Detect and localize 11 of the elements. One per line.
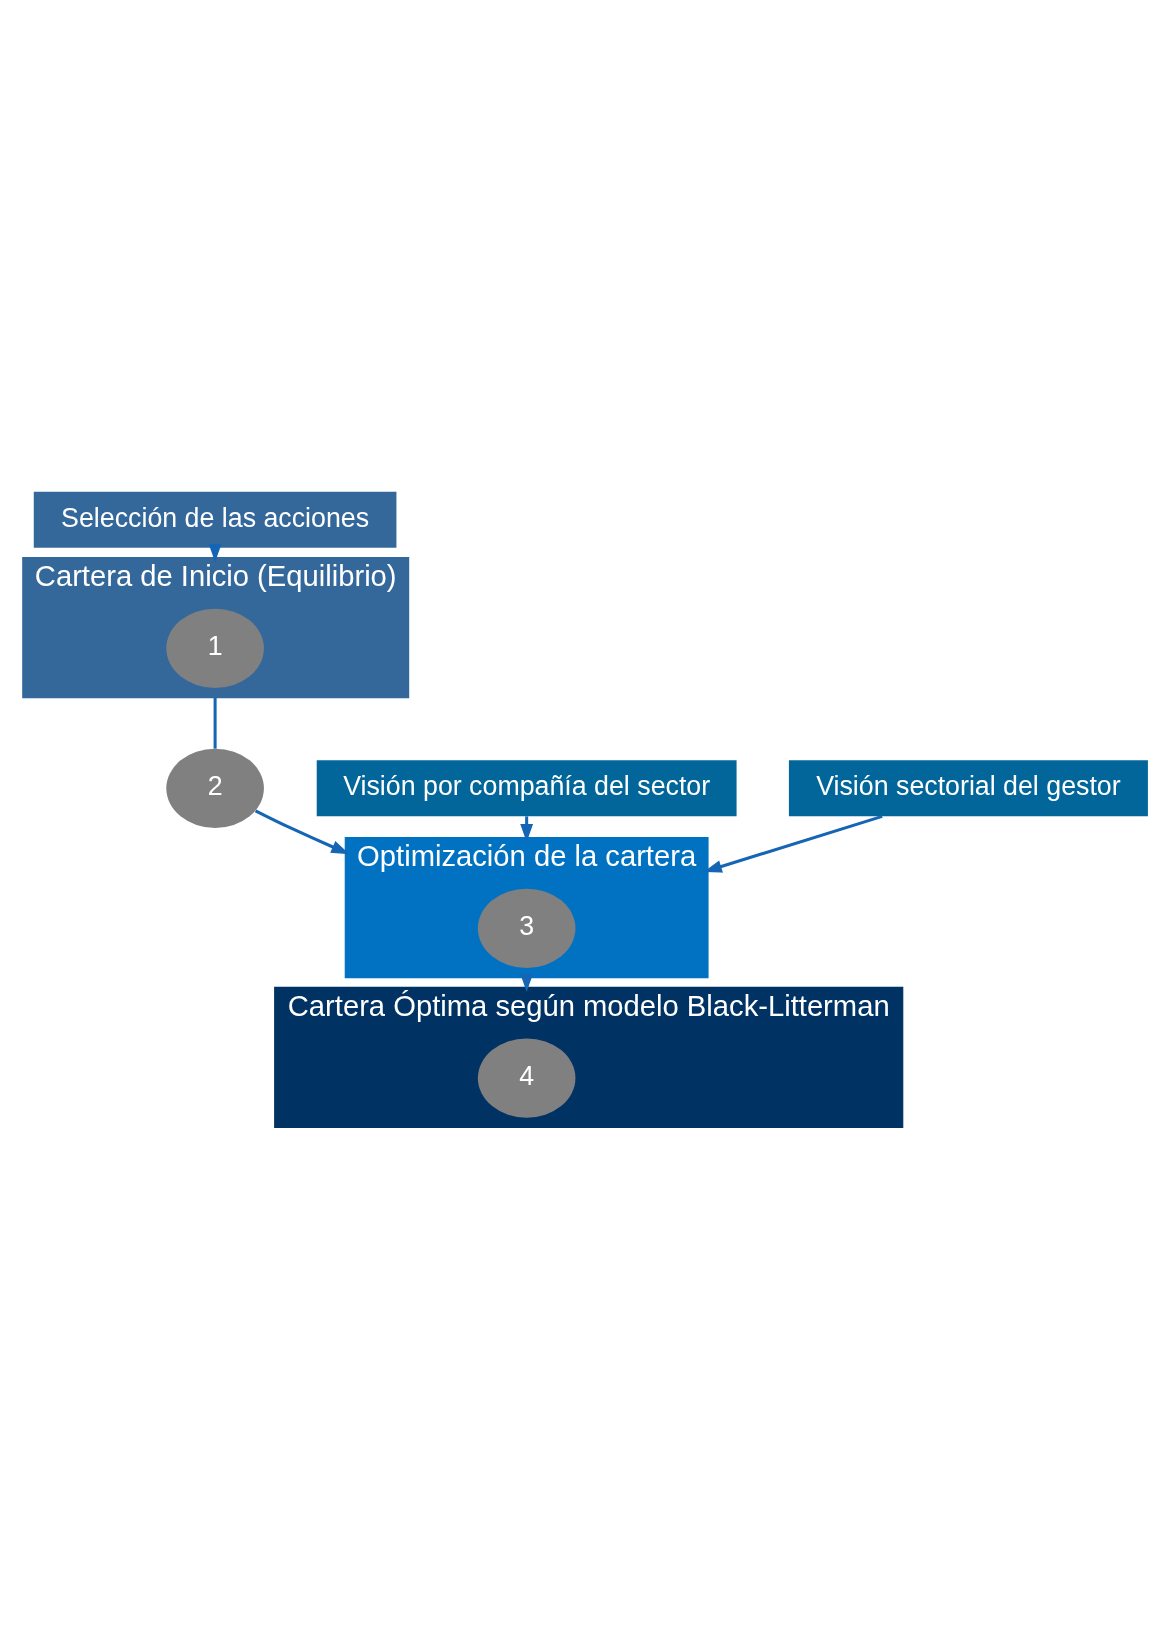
node-ellipse: 2 [166, 748, 264, 828]
arrow [703, 814, 883, 873]
node-box: Visión por compañía del sector [316, 759, 737, 816]
node-ellipse: 4 [477, 1037, 576, 1118]
arrow [520, 973, 534, 992]
node-ellipse: 3 [477, 888, 576, 968]
arrow [254, 808, 350, 854]
connector [213, 697, 217, 749]
arrow [208, 543, 222, 562]
node-box: Visión sectorial del gestor [788, 759, 1148, 816]
node-ellipse: 1 [166, 608, 264, 688]
